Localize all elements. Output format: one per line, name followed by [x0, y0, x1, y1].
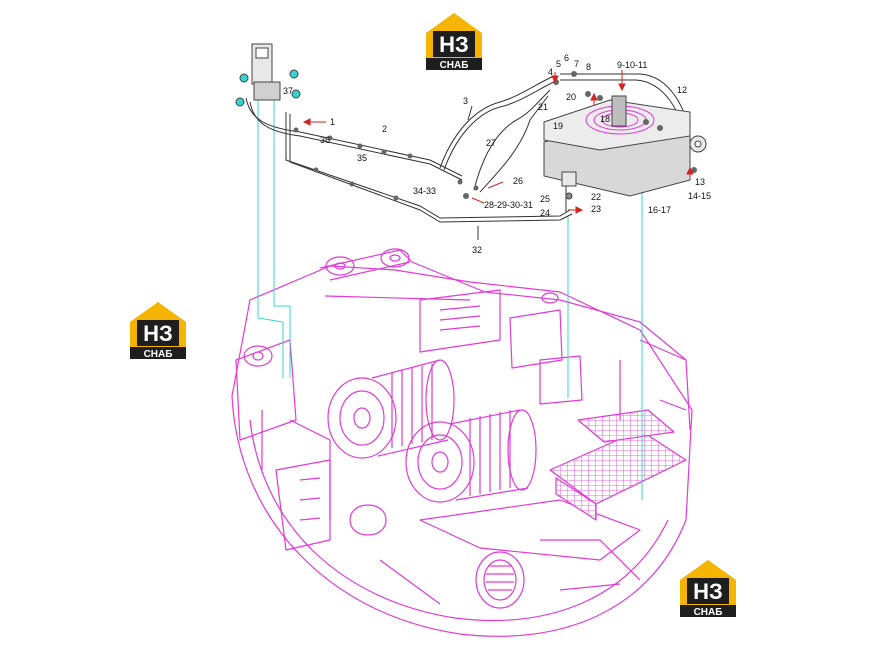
callout-2: 2	[382, 124, 387, 134]
pipe-32b	[289, 114, 573, 223]
tank-filter	[611, 95, 627, 127]
watermark-logo: НЗ СНАБ	[424, 11, 484, 73]
watermark-brand-text: НЗ	[693, 579, 723, 604]
watermark-sub-text: СНАБ	[144, 349, 173, 360]
grated-step	[577, 409, 675, 443]
callout-16-17: 16-17	[648, 205, 671, 215]
callout-8: 8	[586, 62, 591, 72]
leader-lines	[257, 86, 643, 500]
callout-23: 23	[591, 204, 601, 214]
pipe-3	[439, 75, 555, 169]
callout-20: 20	[566, 92, 576, 102]
machine-upper-equipment	[419, 289, 583, 405]
callout-35: 35	[357, 153, 367, 163]
hydraulic-pipes	[245, 73, 691, 223]
callout-labels: 1 2 3 4 5 6 7 8 9-10-11 12 13 14-15 16-1…	[283, 53, 711, 255]
machine-lower-left-equipment	[275, 459, 387, 551]
callout-13: 13	[695, 177, 705, 187]
callout-25: 25	[540, 194, 550, 204]
watermark-brand-text: НЗ	[439, 32, 469, 57]
intake-grille	[475, 551, 525, 609]
pipe-32	[285, 112, 571, 219]
callout-32: 32	[472, 245, 482, 255]
watermark-sub-text: СНАБ	[440, 60, 469, 71]
pipe-3b	[443, 79, 559, 171]
winch-drum-right	[405, 409, 537, 503]
watermark-logo: НЗ СНАБ	[128, 300, 188, 362]
callout-36: 36	[320, 135, 330, 145]
pipe-2b	[249, 101, 463, 181]
callout-12: 12	[677, 85, 687, 95]
pipe-26	[479, 95, 549, 193]
machine-lower-frame	[379, 499, 641, 605]
watermark-logo: НЗ СНАБ	[678, 558, 738, 620]
callout-34-33: 34-33	[413, 186, 436, 196]
callout-1: 1	[330, 117, 335, 127]
callout-9-10-11: 9-10-11	[617, 60, 647, 70]
watermark-sub-text: СНАБ	[694, 607, 723, 618]
callout-24: 24	[540, 208, 550, 218]
valve-block	[235, 43, 301, 107]
watermark-brand-text: НЗ	[143, 321, 173, 346]
callout-22: 22	[591, 192, 601, 202]
pipe-27	[473, 89, 551, 191]
winch-drum-left	[327, 359, 455, 459]
callout-3-leader	[467, 105, 473, 121]
callout-4: 4	[548, 67, 553, 77]
machine-assembly	[231, 248, 693, 637]
pipe-2	[245, 97, 463, 177]
grated-platform	[549, 429, 687, 521]
callout-37: 37	[283, 86, 293, 96]
callout-arrows	[302, 70, 694, 214]
machine-top-frame	[319, 249, 687, 361]
callout-18: 18	[600, 114, 610, 124]
tank-fitting-12-inner	[694, 140, 702, 148]
pipe-fittings	[293, 71, 697, 201]
component-22	[561, 171, 577, 200]
hydraulic-tank	[543, 95, 707, 197]
machine-body-outline	[231, 265, 693, 637]
callout-19: 19	[553, 121, 563, 131]
callout-5: 5	[556, 59, 561, 69]
callout-14-15: 14-15	[688, 191, 711, 201]
callout-26: 26	[513, 176, 523, 186]
callout-6: 6	[564, 53, 569, 63]
machine-rear-rim	[249, 419, 669, 622]
callout-27: 27	[486, 138, 496, 148]
callout-7: 7	[574, 59, 579, 69]
machine-right-frame	[619, 339, 691, 431]
callout-21: 21	[538, 102, 548, 112]
callout-3: 3	[463, 96, 468, 106]
callout-28-29-30-31: 28-29-30-31	[484, 200, 533, 210]
